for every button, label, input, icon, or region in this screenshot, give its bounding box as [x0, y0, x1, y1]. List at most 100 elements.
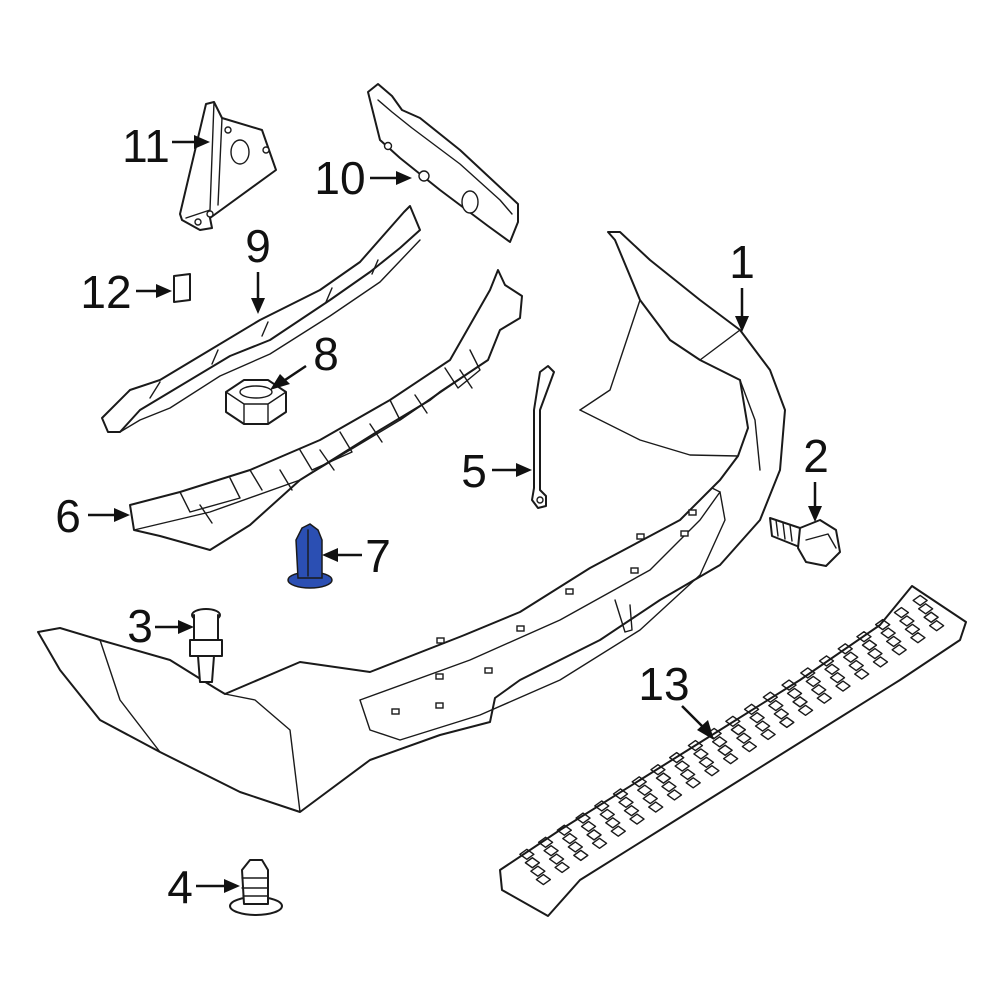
callout-10: 10: [314, 152, 365, 204]
step-pad-diamond: [519, 848, 535, 861]
step-pad-diamond: [668, 751, 685, 764]
step-pad-diamond: [867, 647, 883, 660]
step-pad-diamond: [530, 865, 546, 877]
pin: [189, 608, 223, 683]
step-pad-diamond: [835, 680, 851, 692]
step-pad-diamond: [856, 631, 872, 643]
callout-8: 8: [313, 328, 339, 380]
step-pad-diamond: [912, 594, 928, 607]
step-pad-diamond: [779, 716, 795, 729]
step-pad-diamond: [648, 801, 664, 813]
step-pad-diamond: [661, 780, 677, 793]
callout-labels: 1 2 3 4 5 6 7 8 9 10 11 12 13: [55, 120, 829, 913]
step-pad-diamond: [768, 699, 784, 712]
step-pad-diamond: [891, 644, 907, 656]
step-pad-diamond: [917, 603, 934, 615]
step-pad-diamond: [535, 873, 552, 886]
step-pad-diamond: [818, 655, 835, 667]
step-pad-diamond: [754, 720, 771, 732]
step-pad-diamond: [717, 744, 733, 756]
push-clip: [229, 859, 283, 916]
step-pad-diamond: [854, 668, 870, 680]
step-pad-diamond: [711, 736, 728, 748]
step-pad-diamond: [730, 724, 747, 736]
step-pad-diamond: [567, 841, 584, 853]
bolt: [769, 517, 841, 567]
mounting-bracket: [179, 101, 277, 231]
step-pad-diamond: [573, 849, 589, 862]
step-pad-diamond: [848, 659, 864, 672]
step-pad-diamond: [655, 772, 672, 784]
step-pad-diamond: [910, 632, 926, 644]
step-pad-diamond: [591, 837, 608, 849]
step-pad-diamond: [612, 788, 629, 800]
step-pad-diamond: [586, 829, 602, 841]
step-pad-diamond: [805, 675, 821, 688]
step-pad-diamond: [679, 768, 696, 781]
step-pad-diamond: [736, 732, 752, 744]
step-pad-diamond: [575, 812, 591, 824]
callout-2: 2: [803, 430, 829, 482]
step-pad-diamond: [811, 684, 827, 696]
step-pad-diamond: [704, 765, 720, 777]
step-pad-diamond: [872, 656, 889, 668]
step-pad-diamond: [594, 800, 610, 812]
step-pad-diamond: [722, 752, 739, 765]
step-pad-diamond: [829, 672, 846, 684]
energy-absorber: [129, 269, 523, 551]
step-pad-diamond: [786, 687, 803, 700]
step-pad-diamond: [685, 777, 701, 789]
step-pad-diamond: [797, 704, 814, 716]
step-pad-diamond: [556, 824, 573, 836]
callout-9: 9: [245, 220, 271, 272]
step-pad-diamond: [562, 832, 578, 845]
step-pad-diamond: [874, 618, 891, 631]
bracket-rod: [531, 365, 555, 509]
step-pad-diamond: [816, 692, 832, 704]
step-pad-diamond: [880, 627, 896, 639]
step-pad-diamond: [824, 663, 840, 675]
step-pad-diamond: [899, 615, 915, 627]
callout-4: 4: [167, 861, 193, 913]
callout-5: 5: [461, 445, 487, 497]
small-pad: [173, 273, 191, 303]
step-pad-diamond: [743, 703, 760, 715]
step-pad-diamond: [792, 696, 808, 708]
step-pad-diamond: [543, 844, 559, 857]
step-pad-diamond: [837, 643, 853, 655]
step-pad: [499, 585, 967, 917]
step-pad-diamond: [637, 784, 653, 796]
step-pad-diamond: [773, 708, 790, 720]
step-pad-diamond: [725, 715, 741, 728]
step-pad-diamond: [781, 679, 797, 691]
callout-12: 12: [80, 266, 131, 318]
callout-7: 7: [365, 530, 391, 582]
step-pad-diamond: [893, 606, 910, 619]
step-pad-diamond: [674, 760, 690, 772]
step-pad-diamond: [800, 667, 816, 679]
step-pad-diamond: [524, 857, 541, 869]
nut: [225, 379, 287, 425]
step-pad-diamond: [904, 623, 921, 636]
step-pad-diamond: [762, 691, 779, 703]
callout-13: 13: [638, 658, 689, 710]
step-pad-diamond: [580, 820, 597, 833]
step-pad-diamond: [749, 711, 765, 724]
step-pad-diamond: [843, 651, 859, 663]
bumper-cover: [37, 231, 786, 813]
step-pad-diamond: [537, 836, 554, 848]
leader-lines: [88, 135, 822, 893]
step-pad-diamond: [623, 805, 640, 817]
step-pad-diamond: [650, 764, 666, 776]
callout-6: 6: [55, 490, 81, 542]
step-pad-diamond: [554, 861, 570, 874]
step-pad-diamond: [693, 748, 709, 760]
step-pad-diamond: [599, 808, 615, 821]
callout-3: 3: [127, 600, 153, 652]
step-pad-diamond: [631, 776, 647, 788]
side-bracket: [367, 83, 519, 243]
step-pad-diamond: [687, 739, 704, 752]
step-pad-diamond: [605, 817, 621, 829]
